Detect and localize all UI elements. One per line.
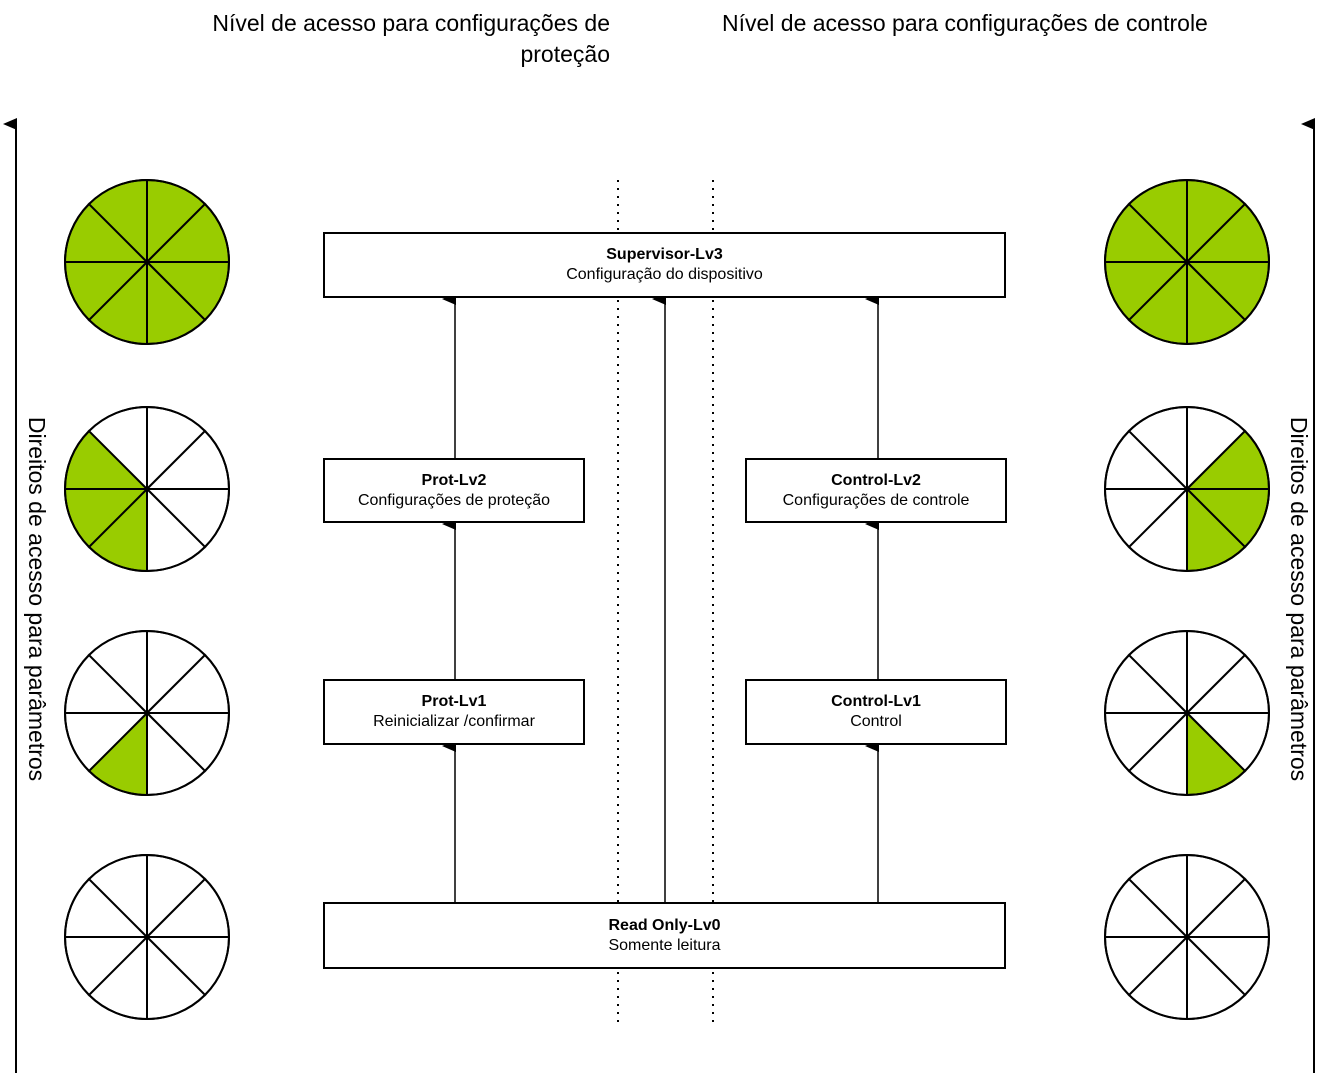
level-description: Configurações de controle	[782, 491, 970, 509]
level-box-supervisor: Supervisor-Lv3 Configuração do dispositi…	[323, 232, 1006, 298]
side-label-left: Direitos de acesso para parâmetros	[24, 416, 50, 782]
level-box-prot-lv2: Prot-Lv2 Configurações de proteção	[323, 458, 585, 523]
header-protection-access: Nível de acesso para configurações de pr…	[212, 10, 610, 67]
level-title: Control-Lv1	[831, 693, 921, 710]
wheel-outline	[64, 406, 230, 572]
access-wheel-left-1	[63, 178, 231, 346]
wheel-outline	[64, 854, 230, 1020]
level-title: Prot-Lv1	[421, 693, 487, 710]
header-control-access: Nível de acesso para configurações de co…	[722, 10, 1208, 36]
level-description: Somente leitura	[608, 936, 721, 954]
level-description: Configurações de proteção	[357, 491, 551, 509]
side-label-right: Direitos de acesso para parâmetros	[1286, 416, 1312, 782]
level-title: Control-Lv2	[831, 471, 921, 489]
wheel-outline	[1104, 854, 1270, 1020]
level-description: Control	[850, 713, 902, 730]
access-wheel-right-1	[1103, 178, 1271, 346]
level-title: Supervisor-Lv3	[606, 246, 723, 263]
level-title: Prot-Lv2	[421, 471, 487, 489]
access-wheel-left-2	[63, 405, 231, 573]
access-wheel-left-3	[63, 629, 231, 797]
level-box-read-only: Read Only-Lv0 Somente leitura	[323, 902, 1006, 969]
access-wheel-right-2	[1103, 405, 1271, 573]
wheel-outline	[1104, 406, 1270, 572]
wheel-outline	[1104, 630, 1270, 796]
wheel-outline	[64, 630, 230, 796]
level-box-prot-lv1: Prot-Lv1 Reinicializar /confirmar	[323, 679, 585, 745]
access-wheel-left-4	[63, 853, 231, 1021]
level-description: Reinicializar /confirmar	[373, 713, 535, 730]
wheel-outline	[64, 179, 230, 345]
level-box-control-lv1: Control-Lv1 Control	[745, 679, 1007, 745]
access-wheel-right-4	[1103, 853, 1271, 1021]
access-wheel-right-3	[1103, 629, 1271, 797]
access-wheels	[63, 178, 1271, 1021]
wheel-outline	[1104, 179, 1270, 345]
level-description: Configuração do dispositivo	[566, 266, 763, 283]
level-title: Read Only-Lv0	[608, 916, 721, 934]
level-box-control-lv2: Control-Lv2 Configurações de controle	[745, 458, 1007, 523]
